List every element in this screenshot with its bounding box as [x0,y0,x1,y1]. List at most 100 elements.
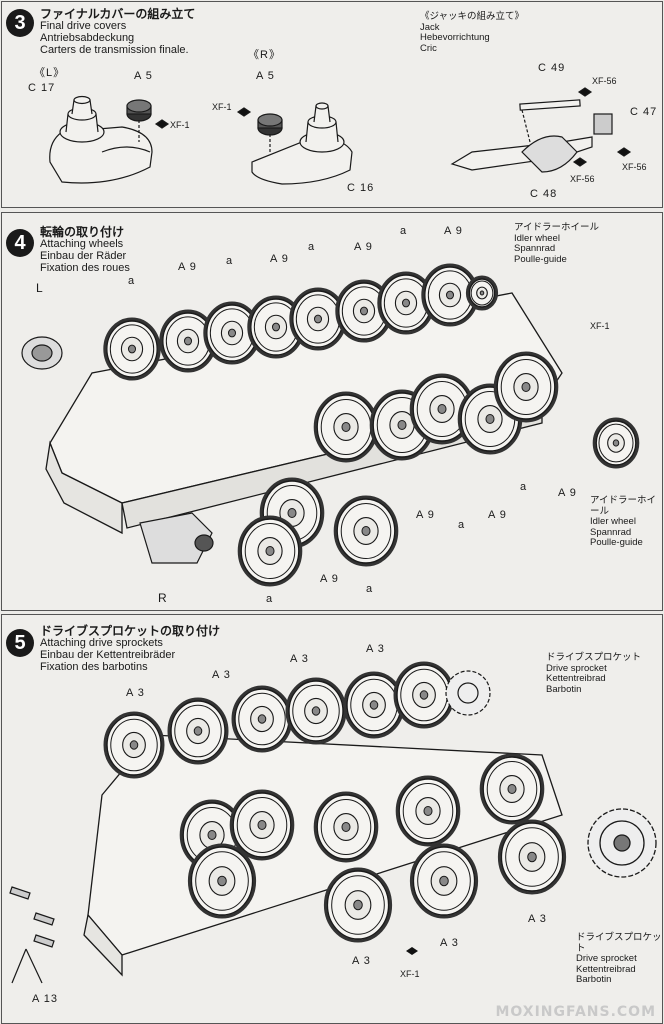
idler-top-jp: アイドラーホイール [514,222,600,233]
road-wheel-5-mid-3 [395,775,461,847]
wheel-label-bottom-1: a [520,481,528,493]
idler-bottom-jp: アイドラーホイール [590,495,657,517]
jack-title-de: Hebevorrichtung [420,32,490,43]
step-3-panel: 3 ファイナルカバーの組み立て Final drive covers Antri… [1,1,663,208]
idler-bottom-de: Spannrad [590,526,632,538]
jack-title-jp: 《ジャッキの組み立て》 [420,11,525,22]
road-wheel-bottom-4 [493,351,559,423]
paint-xf1-label: XF-1 [590,321,610,331]
a3-label-bottom-2: A 3 [528,913,547,925]
road-wheel-top-2 [203,301,261,365]
sprocket-bottom-jp: ドライブスプロケット [576,932,662,954]
step-5-title-jp: ドライブスプロケットの取り付け [40,624,221,638]
wheel-label-top-3: A 9 [270,253,289,265]
wheel-label-bottom-7: a [266,593,274,605]
jack-title: 《ジャッキの組み立て》 Jack Hebevorrichtung Cric [420,11,525,54]
a3-label-top-3: A 3 [366,643,385,655]
wheel-label-top-0: a [128,275,136,287]
road-wheel-5-bottom-0 [187,843,257,919]
idler-wheel-callout-top: アイドラーホイール Idler wheel Spannrad Poulle-gu… [514,222,600,265]
step-3-number: 3 [6,9,34,37]
road-wheel-5-mid-4 [479,753,545,825]
step-3-title-jp: ファイナルカバーの組み立て [40,7,196,21]
step-5-title-de: Einbau der Kettentreibräder [40,649,176,661]
part-a5-left-label: A 5 [134,70,153,82]
idler-bottom-en: Idler wheel [590,516,636,527]
road-wheel-5-top-4 [343,671,405,739]
road-wheel-5-mid-1 [229,789,295,861]
sprocket-callout-top: ドライブスプロケット Drive sprocket Kettentreibrad… [546,652,642,695]
road-wheel-5-bottom-2 [409,843,479,919]
wheel-label-top-2: a [226,255,234,267]
paint-xf56-a-label: XF-56 [592,76,617,86]
sprocket-bottom-fr: Barbotin [576,974,612,985]
part-c48-label: C 48 [530,188,558,200]
hull-side-l-label: L [36,281,44,295]
sprocket-top-jp: ドライブスプロケット [546,652,642,663]
idler-top-en: Idler wheel [514,232,560,244]
a5-hub-right [236,107,283,154]
step-4-number: 4 [6,229,34,257]
paint-xf56-c-label: XF-56 [622,162,647,172]
road-wheel-top-7 [421,263,479,327]
part-c47-label: C 47 [630,106,658,118]
road-wheel-bottom-7 [333,495,399,567]
road-wheel-5-top-0 [103,711,165,779]
step-5-illustration [9,661,657,984]
drive-sprocket-top [445,670,491,716]
wheel-label-top-4: a [308,241,316,253]
sprocket-bottom-de: Kettentreibrad [576,963,636,975]
jack-title-en: Jack [420,21,440,33]
hull-side-r-label: R [158,591,168,605]
final-drive-cover-right [251,102,353,185]
idler-top-fr: Poulle-guide [514,253,567,265]
part-a5-right-label: A 5 [256,70,275,82]
paint-xf1-label-5: XF-1 [400,969,420,979]
road-wheel-5-top-5 [393,661,455,729]
left-side-tag: 《L》 [34,67,66,79]
wheel-label-bottom-5: A 9 [320,573,339,585]
idler-wheel-top [465,275,499,311]
final-drive-cover-left [49,95,153,184]
right-side-tag: 《R》 [248,49,281,61]
final-drive-right [139,512,214,564]
part-c49-label: C 49 [538,62,566,74]
sprocket-top-en: Drive sprocket [546,662,607,674]
wheel-label-top-6: a [400,225,408,237]
idler-bottom-fr: Poulle-guide [590,537,643,548]
road-wheels-group [103,263,640,587]
step-4-title-fr: Fixation des roues [40,262,130,274]
paint-xf56-b-label: XF-56 [570,174,595,184]
step-3-title: ファイナルカバーの組み立て Final drive covers Antrieb… [40,8,195,56]
step-3-title-en: Final drive covers [40,20,127,32]
sprocket-bottom-en: Drive sprocket [576,953,637,964]
road-wheel-top-0 [103,317,161,381]
step-5-title-en: Attaching drive sprockets [40,637,163,649]
road-wheel-5-top-1 [167,697,229,765]
wheel-label-top-5: A 9 [354,241,373,253]
wheel-label-bottom-0: A 9 [558,487,577,499]
wheel-label-top-1: A 9 [178,261,197,273]
a13-parts [9,886,55,984]
road-wheel-5-top-3 [285,677,347,745]
idler-wheel-callout-bottom: アイドラーホイール Idler wheel Spannrad Poulle-gu… [590,495,662,549]
paint-xf1-right-label: XF-1 [212,102,232,112]
a3-label-top-2: A 3 [290,653,309,665]
step-3-illustration [49,87,632,185]
idler-top-de: Spannrad [514,243,556,254]
step-5-number: 5 [6,629,34,657]
step-5-title-fr: Fixation des barbotins [40,661,148,673]
part-c17-label: C 17 [28,82,56,94]
a3-label-top-0: A 3 [126,687,145,699]
step-4-panel: 4 転輪の取り付け Attaching wheels Einbau der Rä… [1,212,663,611]
final-drive-left [21,336,63,370]
road-wheel-5-top-2 [231,685,293,753]
road-wheel-5-bottom-1 [323,867,393,943]
a5-hub-left [126,99,170,142]
a3-label-top-1: A 3 [212,669,231,681]
step-5-panel: 5 ドライブスプロケットの取り付け Attaching drive sprock… [1,614,663,1024]
wheel-label-top-7: A 9 [444,225,463,237]
step-4-title-jp: 転輪の取り付け [40,225,125,239]
a13-label: A 13 [32,993,59,1005]
wheel-label-bottom-4: A 9 [416,509,435,521]
